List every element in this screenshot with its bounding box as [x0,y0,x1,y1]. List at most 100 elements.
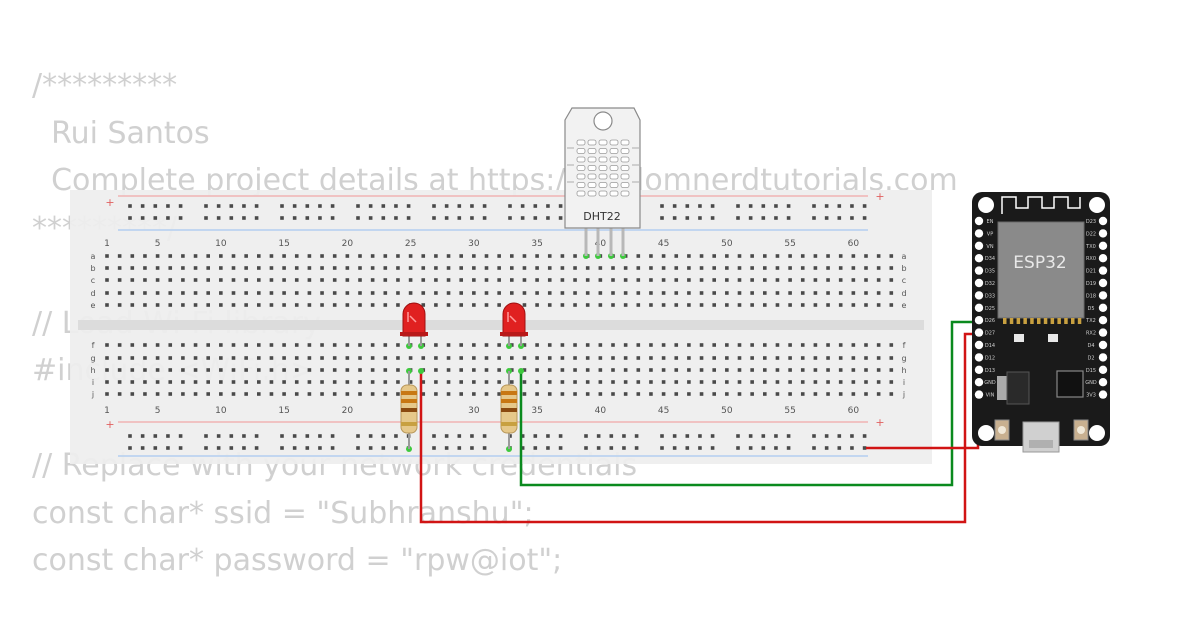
hole [105,356,109,360]
hole [725,380,729,384]
column-number: 55 [784,239,795,249]
hole [294,266,299,270]
rail-hole [748,446,753,450]
hole [257,356,261,360]
hole [535,278,539,282]
hole [269,278,274,282]
hole [826,254,830,258]
hole [383,380,388,384]
hole [763,380,767,384]
rail-hole [482,216,487,220]
esp32-board: ESP32 ENVPVND34D35D32D33D25D26D27D14D12D… [972,192,1110,453]
mount-hole [1089,425,1105,441]
hole [611,380,615,384]
green-signal-wire [519,320,978,487]
hole [244,356,248,360]
hole [813,278,818,282]
hole [143,356,147,360]
hole [358,392,362,396]
hole [421,291,426,295]
hole [269,266,274,270]
hole [105,291,109,295]
rail-hole [482,434,487,438]
row-label: c [902,276,906,285]
rail-hole [292,434,297,438]
rail-hole [685,204,690,208]
rail-hole [685,434,690,438]
hole [434,368,438,372]
column-number: 25 [405,239,416,249]
hole [155,254,160,258]
hole [497,380,501,384]
hole [775,291,780,295]
pin-label: EN [987,219,994,225]
rail-hole [166,434,170,438]
rail-hole [318,434,322,438]
hole [193,368,198,372]
hole [649,392,653,396]
hole [826,278,830,282]
rail-hole [166,216,170,220]
rail-hole [140,434,145,438]
hole [421,266,426,270]
hole [383,368,388,372]
rail-hole [736,204,740,208]
rail-hole [305,204,310,208]
hole [611,303,615,307]
hole [257,343,261,347]
pin-label: D27 [985,331,995,337]
pin-label: D18 [1086,293,1096,299]
hole [560,368,565,372]
hole [446,380,451,384]
hole [775,278,780,282]
hole [130,266,135,270]
hole [699,254,704,258]
rail-hole [242,446,246,450]
hole [358,380,362,384]
hole [763,266,767,270]
hole [193,303,198,307]
hole [105,343,109,347]
hole [687,303,691,307]
hole [294,368,299,372]
hole [573,291,577,295]
rail-hole [862,434,867,438]
pin-hole [974,266,984,275]
hole [813,343,818,347]
hole [307,392,312,396]
hole [497,278,501,282]
hole [206,254,210,258]
hole [358,368,362,372]
hole [332,266,337,270]
rail-hole [457,434,462,438]
hole [510,266,514,270]
hole [446,254,451,258]
hole [851,278,856,282]
pin-label: D14 [985,343,995,349]
hole [737,356,742,360]
hole [206,343,210,347]
rail-hole [482,204,487,208]
hole [775,303,780,307]
hole [484,380,489,384]
rail-hole [140,446,145,450]
hole [408,380,413,384]
hole [168,392,173,396]
rail-hole [672,434,677,438]
row-label: i [92,378,94,387]
rail-hole [178,204,183,208]
hole [725,356,729,360]
hole [219,254,223,258]
hole [472,356,476,360]
hole [168,291,173,295]
hole [231,303,236,307]
hole [231,356,236,360]
rail-hole [242,434,246,438]
column-number: 35 [531,239,542,249]
hole [800,291,805,295]
hole [130,343,135,347]
hole [421,278,426,282]
column-number: 1 [104,239,110,249]
hole [307,303,312,307]
hole [143,343,147,347]
